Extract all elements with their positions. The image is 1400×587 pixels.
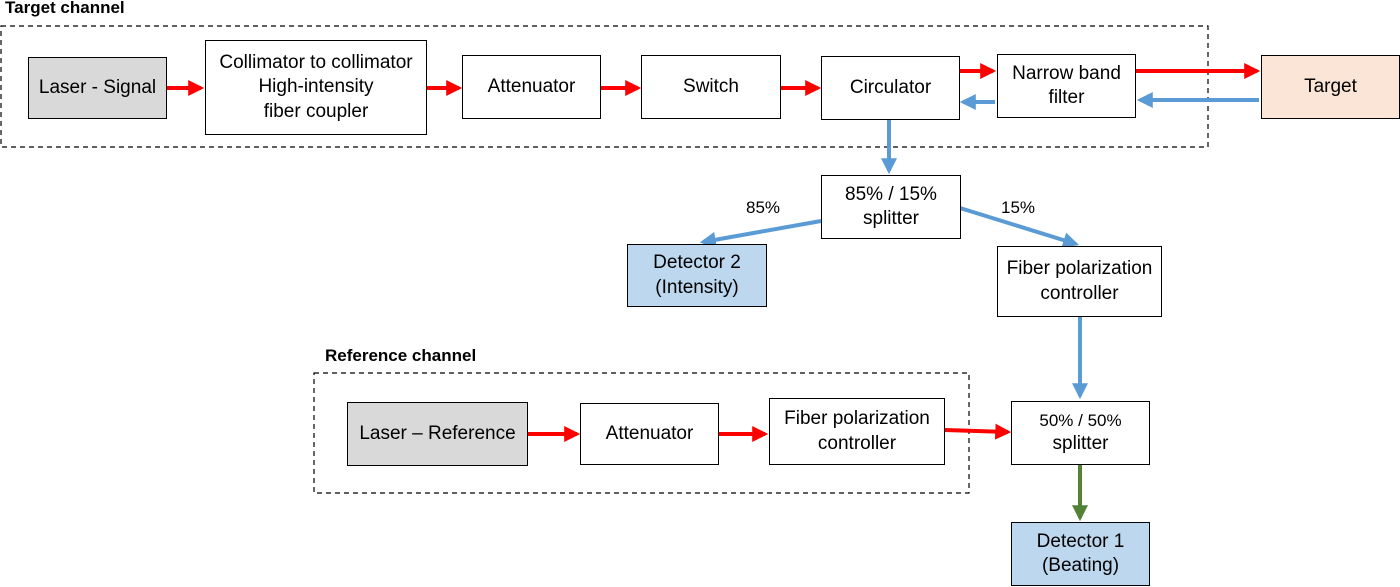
coupler-line-1: Collimator to collimator: [219, 52, 413, 74]
attenuator-box: Attenuator: [462, 55, 601, 119]
detector1-line-2: (Beating): [1041, 555, 1120, 576]
reference-attenuator-label: Attenuator: [605, 422, 694, 444]
laser-signal-box: Laser - Signal: [28, 57, 167, 119]
narrow-band-filter-box: Narrow band filter: [997, 54, 1136, 118]
splitter-50-50-line-2: splitter: [1052, 432, 1109, 454]
fiber-polarization-controller-ref-box: Fiber polarization controller: [769, 398, 945, 465]
reference-channel-title: Reference channel: [325, 346, 477, 365]
fpc-ref-line-2: controller: [817, 432, 897, 454]
fiber-polarization-controller-top-box: Fiber polarization controller: [997, 246, 1162, 317]
laser-signal-label: Laser - Signal: [38, 76, 157, 98]
target-channel-title: Target channel: [5, 0, 125, 17]
reference-channel-frame: [313, 372, 970, 494]
splitter-50-50-box: 50% / 50% splitter: [1011, 401, 1150, 465]
detector2-box: Detector 2 (Intensity): [627, 244, 767, 307]
arrow-splitter-to-detector2: [699, 219, 822, 248]
arrow-splitter-to-polarization-controller: [959, 206, 1080, 248]
laser-reference-label: Laser – Reference: [359, 422, 516, 444]
target-box: Target: [1261, 55, 1400, 119]
reference-attenuator-box: Attenuator: [580, 403, 719, 465]
coupler-box: Collimator to collimator High-intensity …: [205, 40, 427, 135]
pct-85-label: 85%: [746, 198, 781, 217]
fpc-top-line-1: Fiber polarization: [1006, 258, 1153, 280]
switch-box: Switch: [641, 55, 781, 119]
target-channel-frame: [0, 25, 1209, 148]
circulator-box: Circulator: [821, 56, 960, 120]
switch-label: Switch: [683, 75, 739, 97]
arrow-ref-controller-to-splitter: [944, 423, 1012, 440]
detector2-line-1: Detector 2: [653, 252, 741, 274]
laser-reference-box: Laser – Reference: [347, 402, 528, 466]
filter-line-2: filter: [1048, 87, 1085, 108]
splitter-85-15-line-2: splitter: [863, 208, 919, 229]
splitter-50-50-line-1: 50% / 50%: [1039, 410, 1122, 430]
circulator-label: Circulator: [849, 76, 932, 98]
splitter-85-15-line-1: 85% / 15%: [845, 183, 937, 205]
coupler-line-3: fiber coupler: [263, 100, 369, 122]
pct-15-label: 15%: [1001, 198, 1036, 217]
attenuator-label: Attenuator: [487, 75, 576, 97]
fpc-top-line-2: controller: [1040, 282, 1119, 304]
detector1-line-1: Detector 1: [1036, 530, 1125, 552]
detector2-line-2: (Intensity): [655, 276, 739, 298]
target-label: Target: [1304, 75, 1357, 97]
detector1-box: Detector 1 (Beating): [1011, 522, 1150, 586]
coupler-line-2: High-intensity: [258, 76, 374, 98]
fpc-ref-line-1: Fiber polarization: [784, 408, 930, 430]
filter-line-1: Narrow band: [1012, 62, 1121, 84]
splitter-85-15-box: 85% / 15% splitter: [821, 175, 961, 239]
